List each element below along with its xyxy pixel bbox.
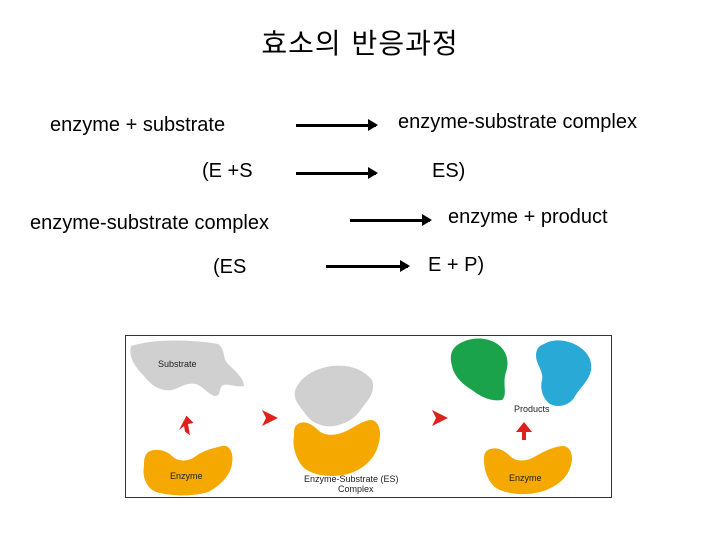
equation-row1-right: enzyme-substrate complex [398,111,637,134]
equation-row2-left: (E +S [202,160,253,183]
enzyme-shape-2 [484,446,572,494]
reaction-arrow-4 [326,265,408,268]
red-arrow-right-icon-2 [432,410,448,426]
reaction-arrow-2 [296,172,376,175]
enzyme-reaction-figure: Substrate Enzyme Enzyme-Substrate (ES) C… [125,335,612,498]
equation-row2-right: ES) [432,160,465,183]
es-label-line2: Complex [338,484,374,494]
reaction-arrow-1 [296,124,376,127]
equation-row3-left: enzyme-substrate complex [30,212,269,235]
products-label: Products [514,404,550,414]
product-green-shape [451,339,508,401]
reaction-arrow-3 [350,219,430,222]
equation-row3-right: enzyme + product [448,206,608,229]
enzyme-label-1: Enzyme [170,471,203,481]
product-blue-shape [536,340,591,406]
enzyme-label-2: Enzyme [509,473,542,483]
page-title: 효소의 반응과정 [0,22,720,62]
es-enzyme-shape [293,420,380,476]
equation-row1-left: enzyme + substrate [50,114,225,137]
red-arrow-down-icon [177,416,198,437]
equation-row4-left: (ES [213,256,246,279]
es-label-line1: Enzyme-Substrate (ES) [304,474,399,484]
red-arrow-right-icon [262,410,278,426]
es-substrate-shape [295,366,373,427]
red-arrow-up-icon [516,422,532,440]
equation-row4-right: E + P) [428,254,484,277]
substrate-label: Substrate [158,359,197,369]
